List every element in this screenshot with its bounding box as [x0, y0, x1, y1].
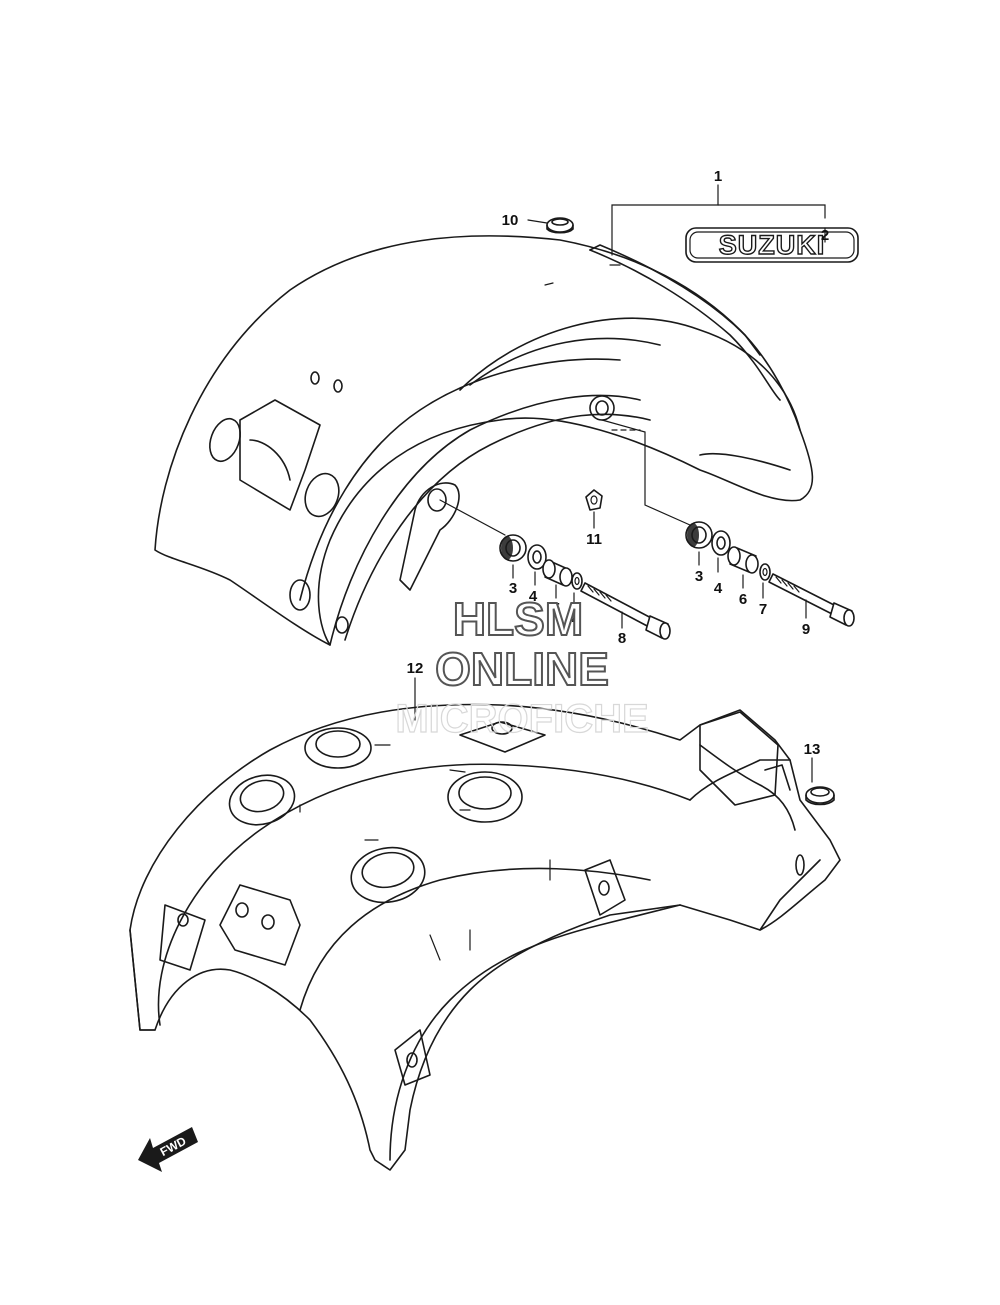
watermark-line3: MICROFICHE [395, 697, 648, 741]
callout-11: 11 [586, 531, 602, 548]
callout-8: 8 [618, 630, 626, 647]
grommet-part-3b [685, 521, 713, 549]
washer-part-4 [527, 544, 547, 570]
callout-10: 10 [502, 212, 519, 229]
spacer-part-5 [542, 559, 573, 587]
right-hardware [685, 521, 855, 627]
suzuki-emblem-part-2: SUZUKI [685, 227, 859, 263]
hardware-leaders [439, 419, 691, 536]
spacer-part-6 [727, 546, 759, 574]
callout-2: 2 [821, 227, 829, 244]
watermark-line2: ONLINE [435, 643, 609, 695]
callout-12: 12 [407, 660, 424, 677]
callout-6: 6 [739, 591, 747, 608]
nut-part-11 [585, 489, 603, 511]
watermark-line1: HLSM [453, 593, 583, 645]
washer-part-7b [759, 563, 771, 581]
inner-fender [129, 703, 841, 1171]
forward-direction-arrow: FWD [138, 1127, 198, 1172]
emblem-text: SUZUKI [719, 230, 826, 260]
left-hardware [499, 534, 671, 640]
bolt-part-8 [580, 582, 671, 640]
watermark: HLSM ONLINE MICROFICHE [395, 592, 650, 742]
washer-part-7a [571, 572, 583, 590]
callout-13: 13 [804, 741, 821, 758]
grommet-part-13 [805, 786, 835, 806]
callout-3b: 3 [695, 568, 703, 585]
callout-5: 5 [552, 600, 560, 617]
grommet-part-10 [546, 217, 574, 234]
callout-4a: 4 [529, 588, 538, 605]
callout-7a: 7 [570, 609, 578, 626]
rear-fender [154, 235, 814, 646]
bolt-part-9 [768, 573, 855, 627]
callout-3a: 3 [509, 580, 517, 597]
callout-9: 9 [802, 621, 810, 638]
washer-part-4b [711, 530, 731, 556]
grommet-part-3 [499, 534, 527, 562]
callout-7b: 7 [759, 601, 767, 618]
callout-leaders [414, 184, 826, 783]
callout-4b: 4 [714, 580, 723, 597]
callout-labels: 1 2 3 4 5 7 8 3 4 6 7 9 10 11 12 13 [407, 168, 830, 758]
callout-1: 1 [714, 168, 722, 185]
